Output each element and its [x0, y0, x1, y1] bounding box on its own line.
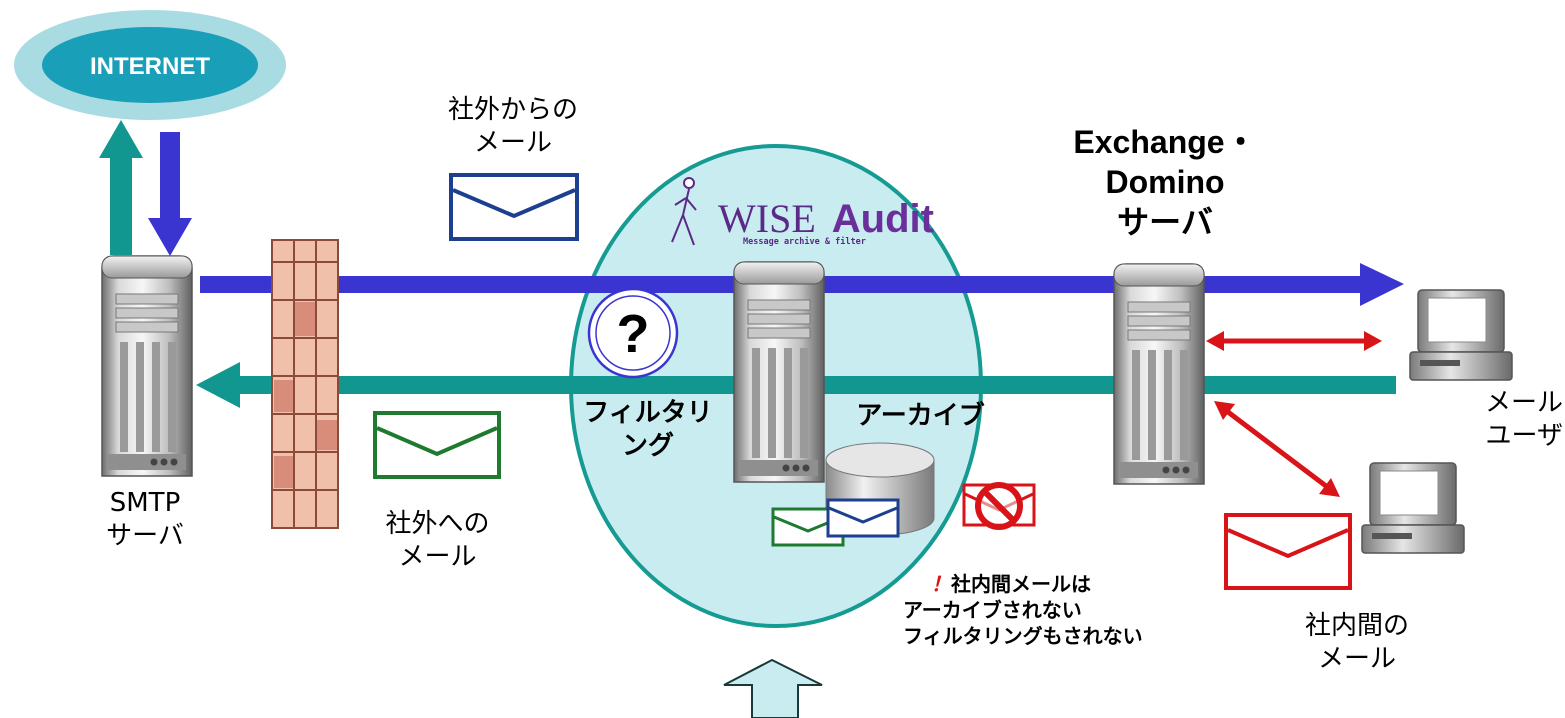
outgoing-mail-label: 社外へのメール: [385, 509, 490, 572]
warning-mark: ！: [931, 572, 951, 596]
filter-question-glyph: ?: [617, 304, 650, 364]
incoming-mail-label: 社外からのメール: [447, 95, 578, 158]
wise-logo-tagline: Message archive & filter: [743, 236, 866, 247]
wise-audit-server-icon: [733, 261, 825, 483]
wise-logo-text: WISE: [718, 196, 816, 241]
blocked-mail-icon: [962, 482, 1036, 530]
download-arrow: [148, 132, 192, 256]
mail-user-pc-icon: [1409, 289, 1513, 381]
incoming-mail-envelope-icon: [449, 173, 579, 241]
filter-question-icon: ?: [587, 287, 679, 379]
filtering-label: フィルタリング: [583, 398, 713, 461]
internal-mail-label: 社内間のメール: [1304, 611, 1409, 674]
upload-arrow: [99, 120, 143, 255]
internal-mail-envelope-icon: [1224, 513, 1352, 590]
internet-label: INTERNET: [90, 53, 210, 80]
smtp-server-icon: [101, 255, 193, 477]
internal-exchange-arrow: [1214, 401, 1340, 497]
user-exchange-arrow: [1206, 331, 1382, 351]
internet-cloud: INTERNET: [14, 10, 286, 120]
svg-text:WISE Audit: WISE Audit: [718, 196, 934, 241]
firewall-wall: [271, 239, 339, 529]
warning-note: ！社内間メールは アーカイブされない フィルタリングもされない: [903, 572, 1143, 648]
archive-label: アーカイブ: [856, 401, 985, 431]
audit-logo-text: Audit: [832, 197, 934, 241]
exchange-server-icon: [1113, 263, 1205, 485]
internal-user-pc-icon: [1361, 462, 1465, 554]
outgoing-mail-envelope-icon: [373, 411, 501, 479]
archived-incoming-envelope-icon: [826, 498, 900, 538]
mail-user-label: メールユーザ: [1484, 388, 1563, 451]
bottom-up-arrow: [723, 658, 823, 718]
walking-man-icon: [671, 177, 697, 246]
wise-audit-logo: WISE Audit Message archive & filter: [671, 177, 934, 247]
